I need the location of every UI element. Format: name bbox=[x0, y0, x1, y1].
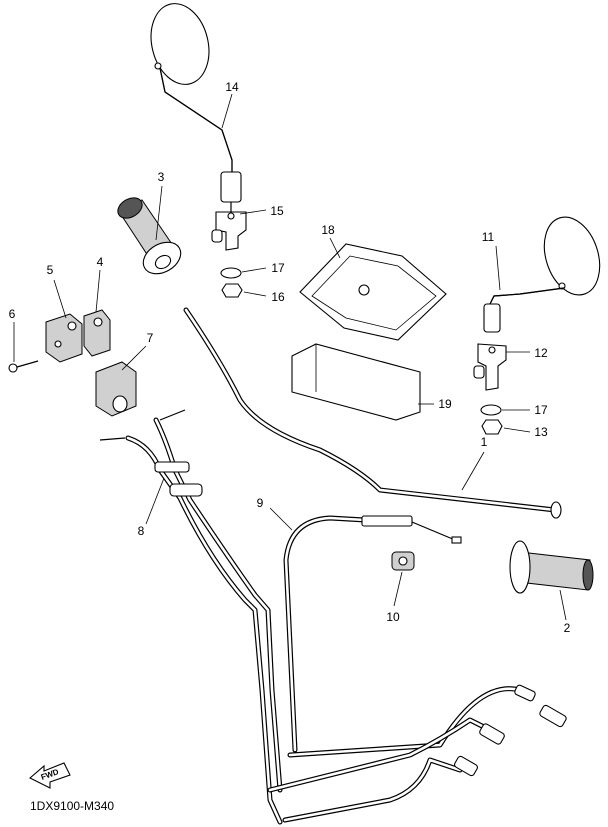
handlebar-pad bbox=[291, 343, 421, 421]
right-mirror-holder bbox=[473, 343, 507, 391]
right-nut bbox=[481, 419, 503, 435]
callout-10: 10 bbox=[386, 610, 400, 624]
callout-7: 7 bbox=[147, 331, 154, 345]
callout-16: 16 bbox=[271, 290, 285, 304]
throttle-housing bbox=[95, 361, 137, 417]
callout-4: 4 bbox=[97, 255, 104, 269]
clutch-cable bbox=[283, 515, 462, 753]
fwd-arrow-icon: FWD bbox=[29, 762, 71, 789]
cable-routing bbox=[267, 684, 567, 823]
right-washer bbox=[480, 404, 502, 416]
screw bbox=[8, 360, 39, 373]
diagram-code: 1DX9100-M340 bbox=[30, 799, 114, 813]
callout-8: 8 bbox=[138, 524, 145, 538]
callouts: 1 2 3 4 5 6 7 8 9 10 11 12 13 14 15 16 1… bbox=[9, 80, 571, 635]
right-mirror bbox=[483, 216, 601, 333]
left-mirror bbox=[150, 3, 242, 212]
callout-9: 9 bbox=[257, 496, 264, 510]
callout-17-left: 17 bbox=[271, 261, 285, 275]
callout-12: 12 bbox=[534, 346, 548, 360]
left-nut bbox=[221, 283, 243, 298]
callout-14: 14 bbox=[225, 80, 239, 94]
left-washer bbox=[220, 267, 242, 279]
callout-17-right: 17 bbox=[534, 403, 548, 417]
callout-13: 13 bbox=[534, 425, 548, 439]
callout-18: 18 bbox=[321, 223, 335, 237]
callout-2: 2 bbox=[564, 621, 571, 635]
right-grip bbox=[509, 540, 594, 594]
callout-19: 19 bbox=[438, 397, 452, 411]
callout-1: 1 bbox=[481, 435, 488, 449]
throttle-cables bbox=[99, 409, 283, 825]
callout-6: 6 bbox=[9, 307, 16, 321]
switch-lower bbox=[45, 313, 83, 363]
switch-upper bbox=[83, 309, 111, 357]
left-grip bbox=[117, 197, 182, 275]
callout-11: 11 bbox=[482, 230, 495, 244]
callout-5: 5 bbox=[47, 263, 54, 277]
left-mirror-holder bbox=[211, 211, 247, 251]
handlebar bbox=[183, 307, 562, 519]
handlebar-cover bbox=[299, 243, 447, 341]
callout-15: 15 bbox=[270, 204, 284, 218]
callout-3: 3 bbox=[158, 170, 165, 184]
clutch-adjuster bbox=[391, 551, 415, 571]
leader-lines bbox=[13, 93, 567, 621]
